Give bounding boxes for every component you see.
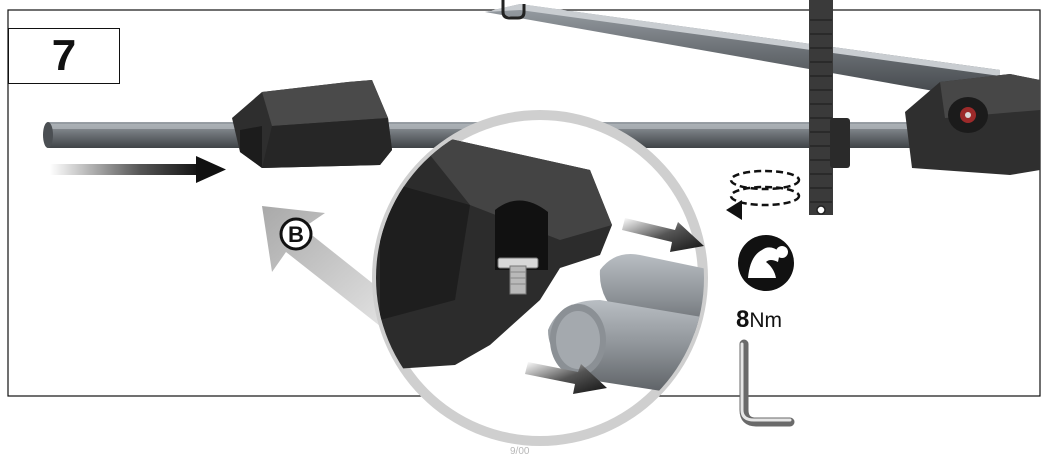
rotate-arrowhead-icon [726, 200, 742, 220]
rotate-dashed-icon [729, 169, 801, 207]
torque-unit: Nm [749, 309, 783, 332]
allen-key-icon [739, 339, 795, 427]
callout-b-label: B [288, 222, 304, 247]
callout-b-icon: B [279, 217, 313, 251]
page-footer: 9/00 [510, 446, 530, 457]
torque-spec: 8Nm [736, 306, 806, 334]
push-arrow-icon [50, 156, 226, 183]
magnified-detail [372, 110, 708, 446]
insert-arrow-upper-icon [622, 218, 704, 252]
step-number-box: 7 [8, 28, 120, 84]
right-clamp-unit [905, 74, 1040, 175]
insert-arrow-lower-icon [525, 362, 607, 394]
top-hook [501, 0, 526, 20]
t-bolt [497, 257, 539, 295]
fixing-strap [809, 0, 850, 215]
strength-arm-icon [738, 235, 794, 291]
torque-value: 8 [736, 306, 750, 333]
step-number: 7 [51, 31, 77, 80]
bar-foot-clamp [232, 80, 392, 168]
carrier-frame-bar [485, 4, 1000, 100]
